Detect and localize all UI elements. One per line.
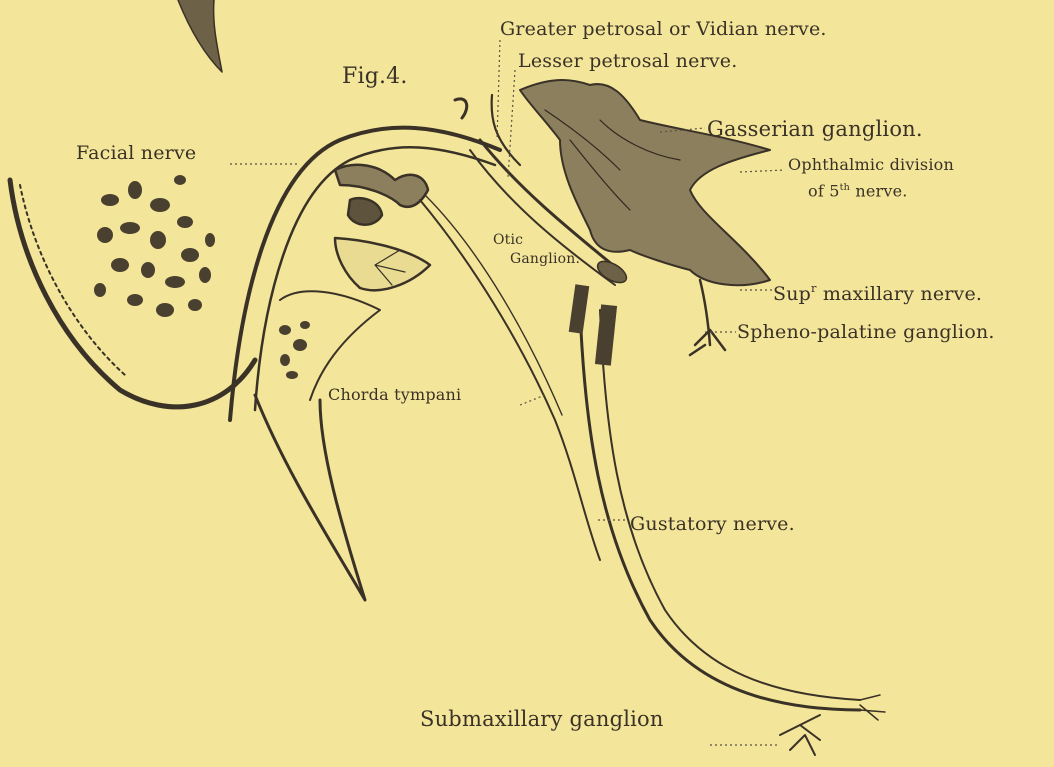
label-ophthalmic-line2: of 5th nerve. bbox=[808, 183, 908, 200]
figure-label: Fig.4. bbox=[342, 66, 408, 88]
label-lesser-petrosal-nerve: Lesser petrosal nerve. bbox=[518, 52, 737, 71]
label-ophthalmic-line1: Ophthalmic division bbox=[788, 157, 954, 173]
sphenopalatine-ganglion bbox=[690, 280, 725, 355]
lesser-petrosal-nerve bbox=[492, 95, 520, 165]
label-sup-maxillary-nerve: Supr maxillary nerve. bbox=[773, 283, 982, 304]
label-otic-line2: Ganglion. bbox=[510, 252, 580, 266]
horn-fragment bbox=[178, 0, 222, 72]
label-gustatory-nerve: Gustatory nerve. bbox=[630, 515, 795, 534]
styloid-process bbox=[255, 395, 365, 600]
mastoid-bone bbox=[10, 180, 255, 407]
gustatory-nerve bbox=[580, 310, 860, 710]
label-greater-petrosal-nerve: Greater petrosal or Vidian nerve. bbox=[500, 20, 827, 39]
label-facial-nerve: Facial nerve bbox=[76, 144, 196, 163]
bone-texture-right bbox=[279, 321, 310, 379]
label-spheno-palatine-ganglion: Spheno-palatine ganglion. bbox=[737, 323, 995, 342]
label-gasserian-ganglion: Gasserian ganglion. bbox=[707, 119, 923, 140]
submaxillary-ganglion bbox=[780, 715, 820, 755]
label-chorda-tympani: Chorda tympani bbox=[328, 387, 461, 403]
ossicles bbox=[335, 165, 430, 290]
label-otic-line1: Otic bbox=[493, 233, 523, 247]
label-submaxillary-ganglion: Submaxillary ganglion bbox=[420, 709, 664, 730]
bone-texture-left bbox=[94, 175, 215, 317]
